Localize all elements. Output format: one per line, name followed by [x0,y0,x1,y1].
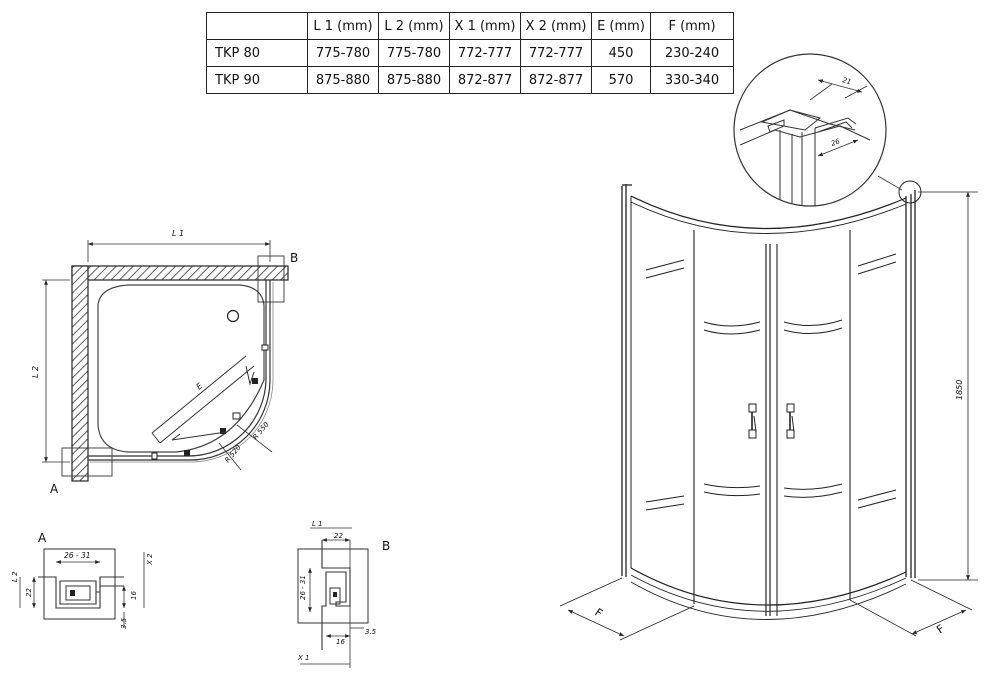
detail-a-title: A [38,531,47,545]
detail-a-frame [43,548,116,620]
table-cell: 772-777 [449,39,521,67]
wall-top [71,265,289,281]
shower-tray [97,284,265,453]
table-cell: 570 [591,66,651,94]
dim-a-35-label: 3.5 [120,617,128,629]
door-handles [748,403,795,439]
dim-l2-label: L 2 [31,366,40,378]
dim-b-22-label: 22 [334,532,343,540]
dim-b-l1-label: L 1 [312,520,323,528]
table-cell: 772-777 [520,39,592,67]
open-arrow-left [171,431,227,441]
detail-b: B L 1 22 26 - 31 16 3.5 X 1 [297,520,390,668]
dim-a-22-label: 22 [25,588,33,597]
dim-a-16-label: 16 [130,591,138,600]
drain-icon [226,309,240,323]
roller [232,412,241,420]
wall-left [71,265,89,482]
handle [252,378,258,384]
zoom-detail: 21 26 [733,53,903,207]
open-arrow-right [245,365,255,386]
dim-b-width-label: 26 - 31 [299,575,307,600]
detail-box-b [257,255,285,303]
handle [184,450,190,456]
zoom-21-label: 21 [841,76,852,86]
table-cell: 872-877 [520,66,592,94]
glass-reflections [645,253,897,511]
dim-height-label: 1850 [955,380,964,400]
detail-box-a [61,447,113,477]
dim-a-x2-label: X 2 [146,553,154,566]
dim-a-width-label: 26 - 31 [64,551,91,560]
glass-edge [65,585,91,601]
table-cell: 872-877 [449,66,521,94]
dim-a-l2-label: L 2 [11,571,19,582]
roller [261,344,269,351]
detail-b-title: B [382,539,390,553]
table-cell: 775-780 [378,39,450,67]
dim-f-left-label: F [592,606,605,620]
table-cell: 330-340 [650,66,734,94]
dim-l1-label: L 1 [172,229,184,238]
door-swing-line [159,365,255,444]
elevation-view [559,180,978,641]
detail-a: A 26 - 31 L 2 22 16 X 2 3.5 [11,531,154,629]
radius-550-label: R 550 [251,420,271,441]
profile-a [38,576,124,609]
dimension-table: L 1 (mm) L 2 (mm) X 1 (mm) X 2 (mm) E (m… [206,12,734,94]
enclosure-outer [88,280,271,461]
dim-b-35-label: 3.5 [365,628,377,636]
dim-f-right-line [911,609,967,635]
enclosure-rail [90,282,274,463]
table-cell: 875-880 [307,66,379,94]
roller [151,452,158,460]
dim-b-16-label: 16 [336,638,345,646]
table-row: TKP 90 875-880 875-880 872-877 872-877 5… [206,66,734,94]
detail-b-frame [297,548,369,624]
door-swing-line [151,432,161,444]
zoom-marker-circle [898,180,922,204]
handle [220,428,226,434]
table-cell: TKP 90 [206,66,308,94]
table-header: X 1 (mm) [449,12,521,40]
radius-leader [218,442,242,471]
table-row: TKP 80 775-780 775-780 772-777 772-777 4… [206,39,734,67]
dim-f-right-label: F [934,622,947,636]
zoom-leader [877,175,903,191]
door-swing-line [151,355,247,434]
table-cell: 230-240 [650,39,734,67]
table-header: F (mm) [650,12,734,40]
glass-edge [329,587,341,605]
plan-view: E R 550 R 520 L 1 L 2 A B [31,229,298,496]
profile-b [321,540,351,650]
callout-b: B [290,251,298,265]
radius-leader [236,424,273,453]
dim-f-left-line [567,609,625,637]
enclosure-inner [88,280,267,457]
dim-b-x1-label: X 1 [297,654,309,662]
callout-a: A [50,482,59,496]
dim-e-label: E [195,381,205,392]
zoom-26-label: 26 [830,137,842,148]
